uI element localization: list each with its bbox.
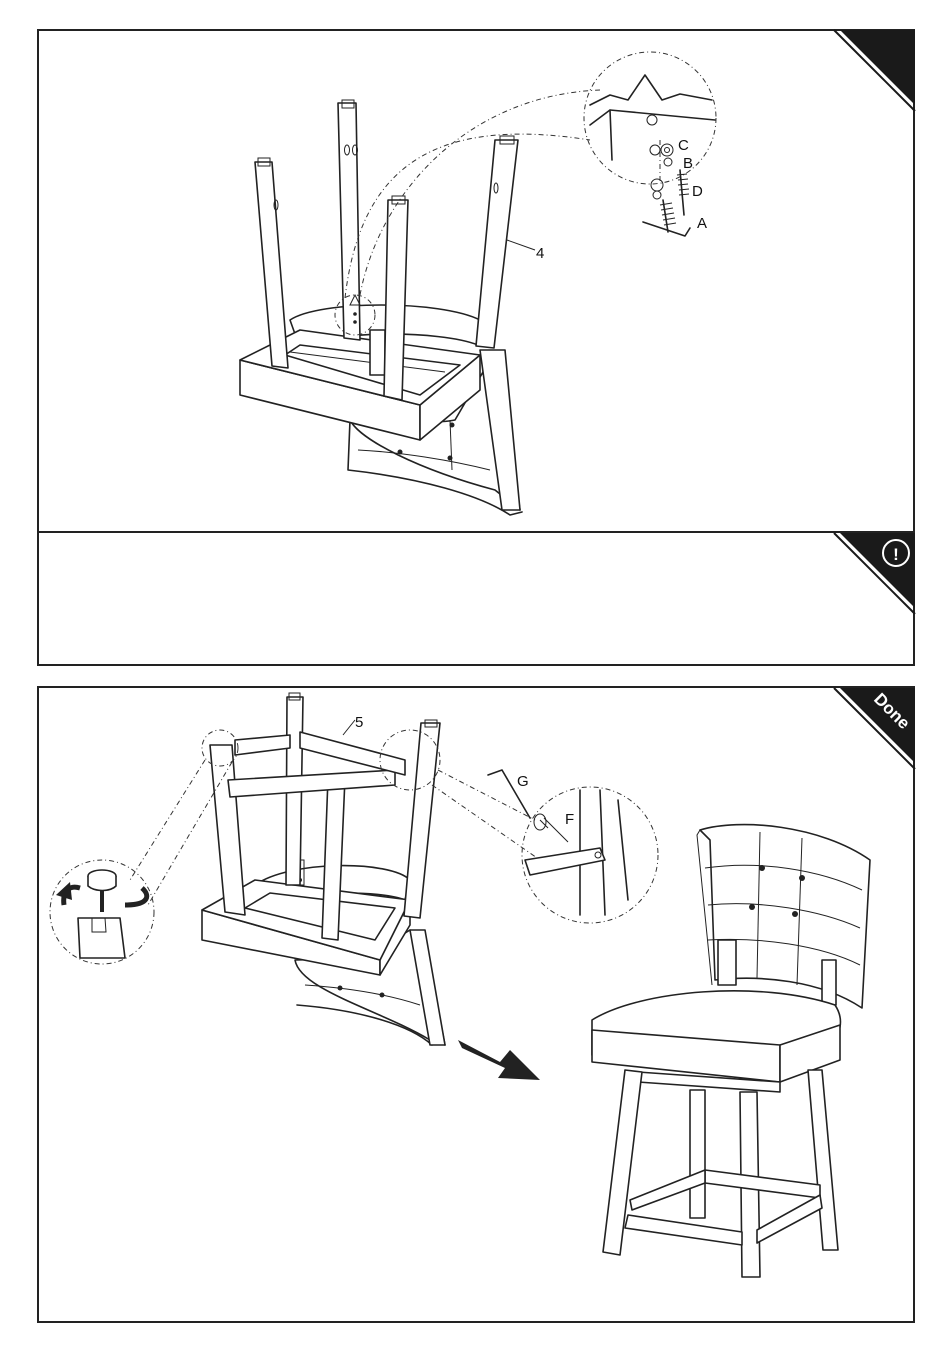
- corner-flag-done: Done: [834, 688, 915, 769]
- direction-arrow-icon: [458, 1040, 540, 1080]
- leader-line-5: [343, 720, 355, 735]
- callout-g: G: [517, 773, 529, 790]
- corner-flag-step4: [834, 30, 915, 111]
- upside-down-stool-step5: [130, 693, 540, 1045]
- callout-c: C: [678, 137, 689, 154]
- callout-b: B: [683, 155, 693, 172]
- corner-flag-note: !: [834, 533, 915, 614]
- svg-text:!: !: [893, 545, 899, 564]
- upside-down-stool-step4: [240, 90, 600, 515]
- hardware-zoom-step4: [584, 52, 716, 236]
- callout-d: D: [692, 183, 703, 200]
- part-label-4: 4: [536, 245, 544, 262]
- assembled-stool: [592, 825, 870, 1277]
- leader-line-4: [507, 240, 535, 250]
- part-label-5: 5: [355, 714, 363, 731]
- foot-glide-zoom: [50, 860, 154, 964]
- callout-f: F: [565, 811, 574, 828]
- bolt-zoom-step5: [522, 787, 658, 923]
- callout-a: A: [697, 215, 707, 232]
